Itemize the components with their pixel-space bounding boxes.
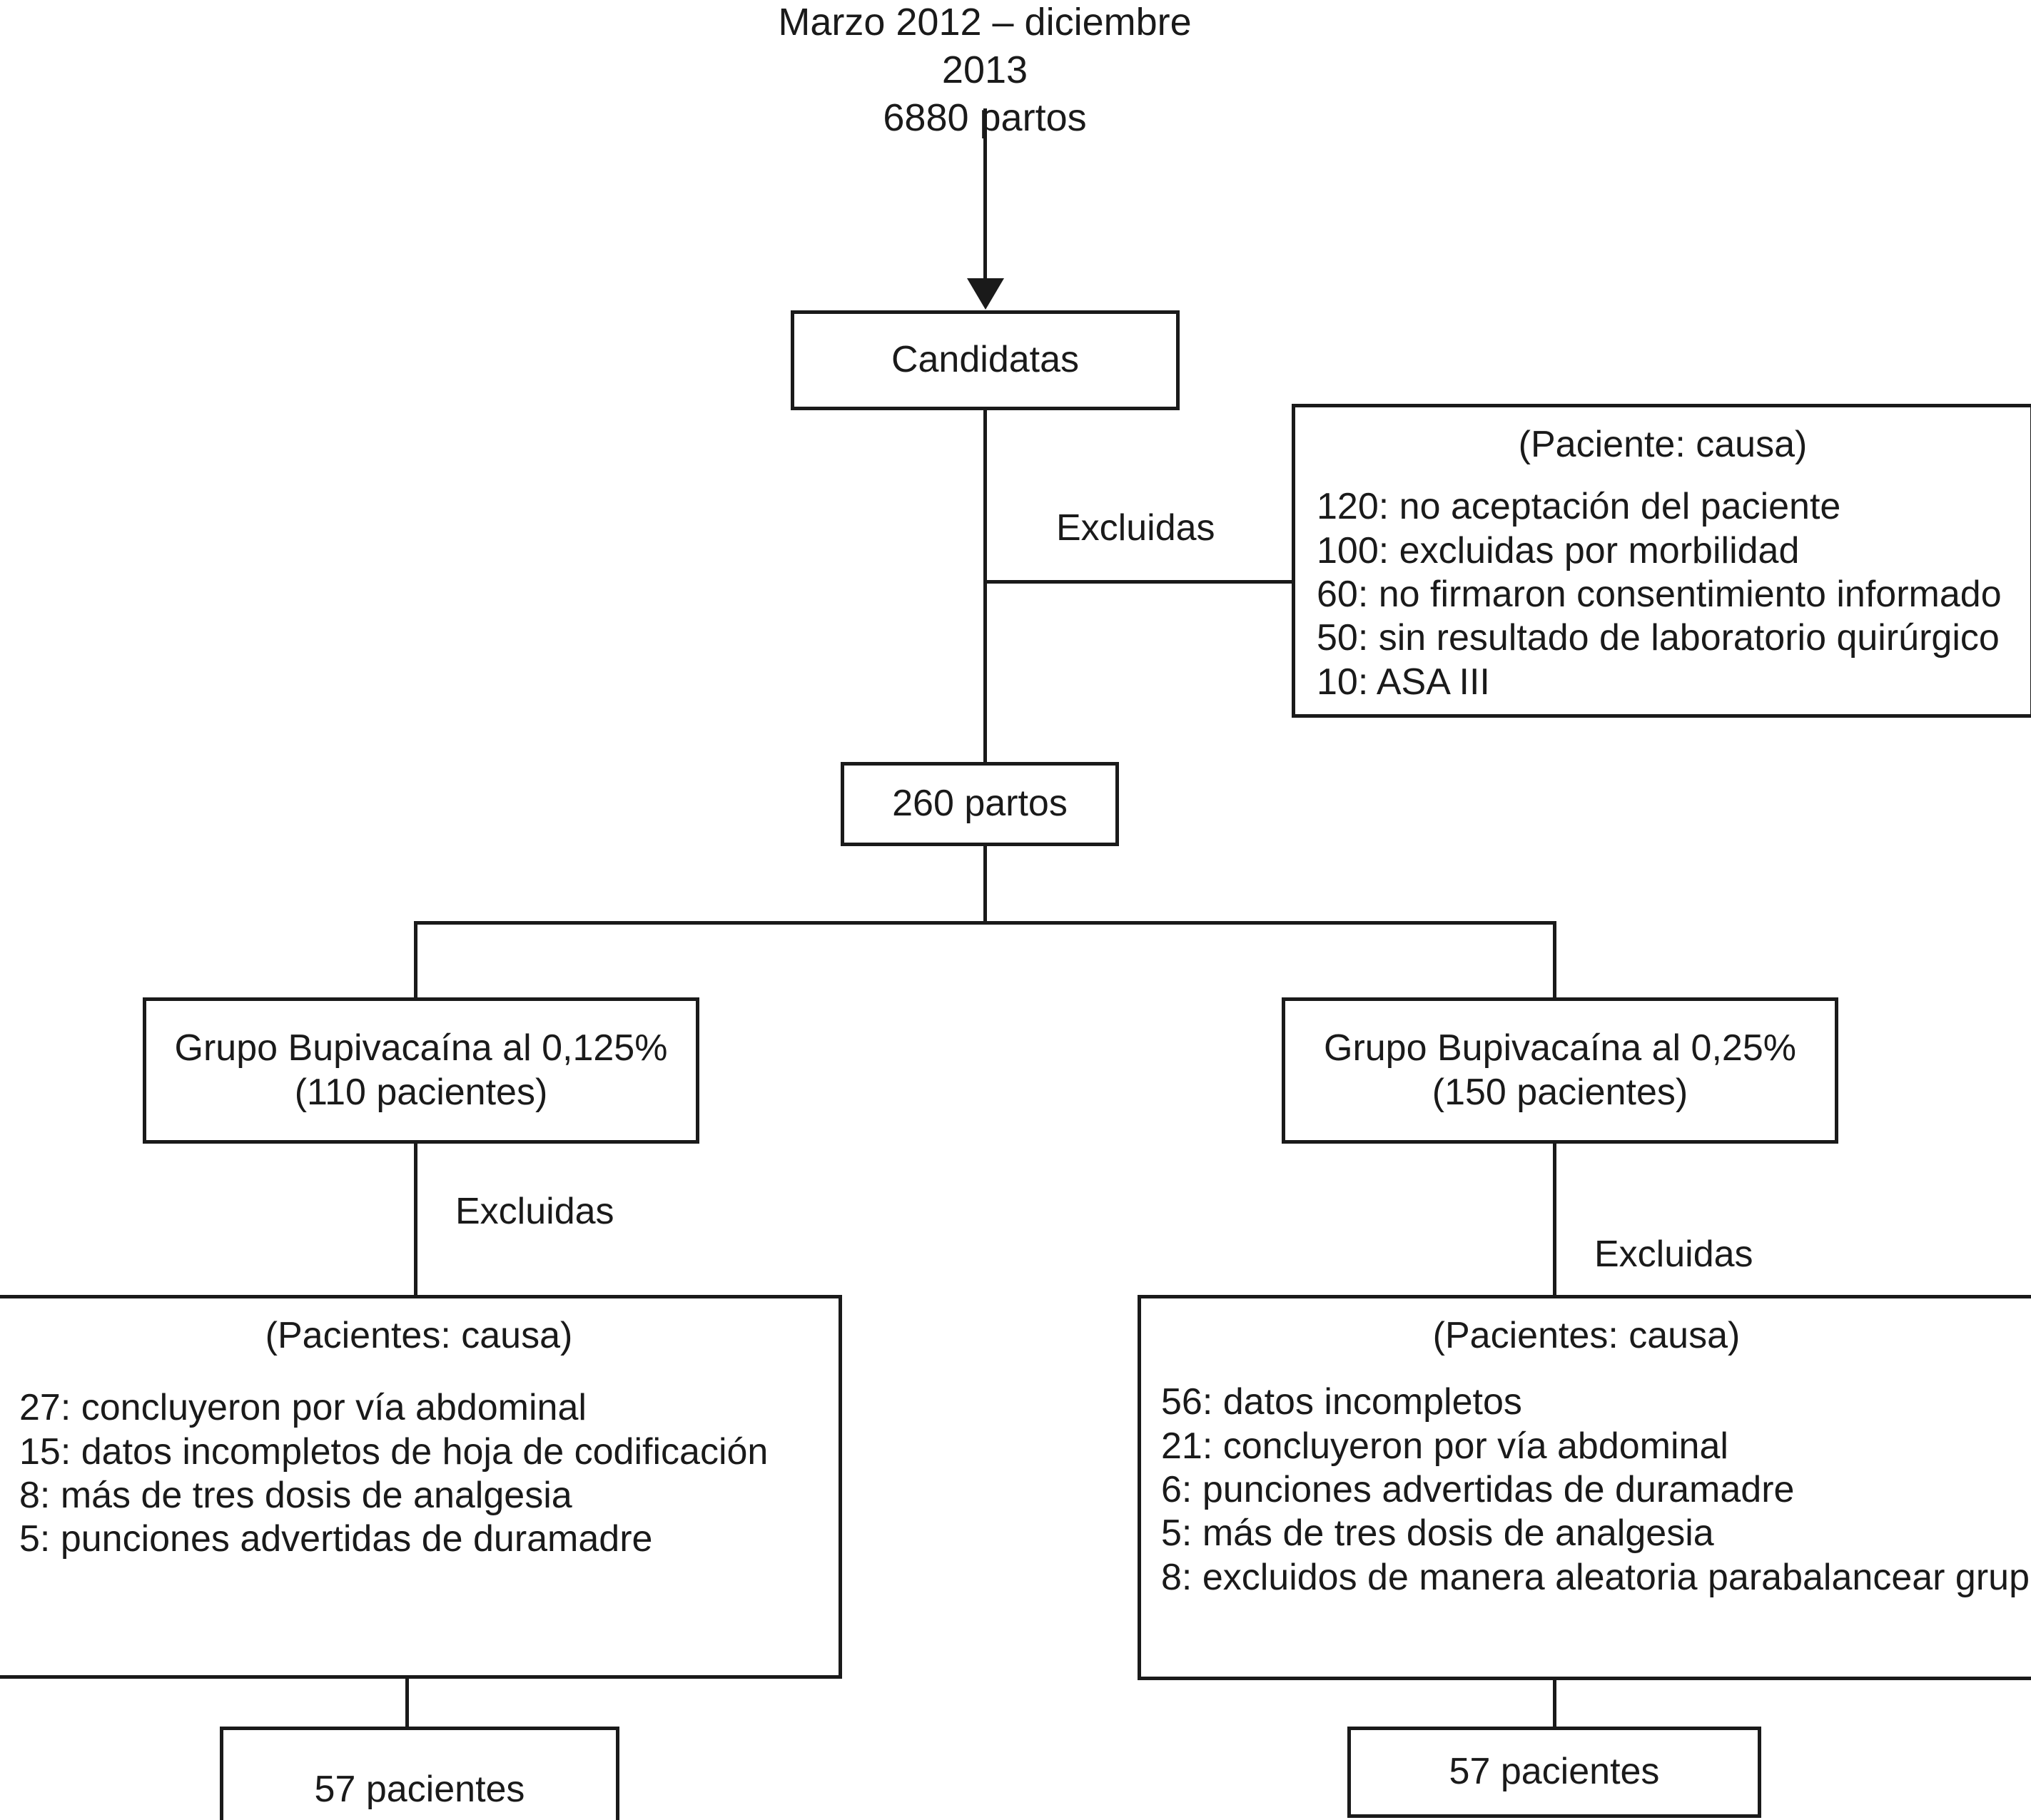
study-total-deliveries-text: 6880 partos bbox=[883, 96, 1087, 139]
edge-label-excluidas-top: Excluidas bbox=[1056, 507, 1215, 549]
exclusions-top-title: (Paciente: causa) bbox=[1518, 424, 1808, 465]
exclusion-item: 27: concluyeron por vía abdominal bbox=[19, 1387, 587, 1429]
edge-exclusions-right-to-final-right bbox=[1553, 1679, 1556, 1729]
edge-260partos-to-split bbox=[983, 846, 987, 925]
node-final-right-57-pacientes[interactable]: 57 pacientes bbox=[1347, 1727, 1761, 1818]
group-right-line2: (150 pacientes) bbox=[1432, 1071, 1688, 1113]
node-candidatas-label: Candidatas bbox=[891, 339, 1080, 381]
edge-group-left-to-exclusions-left bbox=[414, 1144, 417, 1297]
exclusions-right-list: 56: datos incompletos 21: concluyeron po… bbox=[1141, 1381, 2031, 1600]
exclusion-item: 100: excluidas por morbilidad bbox=[1317, 529, 1800, 571]
exclusions-left-title: (Pacientes: causa) bbox=[265, 1315, 573, 1356]
edge-header-to-candidatas bbox=[983, 108, 987, 280]
final-left-label: 57 pacientes bbox=[314, 1769, 525, 1811]
study-period-header: Marzo 2012 – diciembre 2013 6880 partos bbox=[735, 0, 1235, 142]
exclusion-item: 8: excluidos de manera aleatoria parabal… bbox=[1161, 1556, 2031, 1598]
study-period-text: Marzo 2012 – diciembre 2013 bbox=[778, 1, 1192, 91]
edge-exclusions-left-to-final-left bbox=[405, 1677, 409, 1728]
edge-group-right-to-exclusions-right bbox=[1553, 1144, 1556, 1297]
exclusions-right-title: (Pacientes: causa) bbox=[1432, 1315, 1741, 1356]
group-left-line1: Grupo Bupivacaína al 0,125% bbox=[174, 1027, 668, 1069]
edge-split-to-group-left bbox=[414, 921, 417, 1000]
arrowhead-down-icon bbox=[967, 278, 1004, 310]
exclusion-item: 21: concluyeron por vía abdominal bbox=[1161, 1425, 1728, 1467]
final-right-label: 57 pacientes bbox=[1449, 1751, 1660, 1793]
edge-label-excluidas-left: Excluidas bbox=[455, 1191, 614, 1232]
edge-candidatas-to-exclusions-top bbox=[983, 580, 1295, 584]
exclusion-item: 8: más de tres dosis de analgesia bbox=[19, 1475, 572, 1517]
exclusion-item: 10: ASA III bbox=[1317, 661, 1490, 703]
edge-split-to-group-right bbox=[1553, 921, 1556, 1000]
node-group-bupivacaina-025[interactable]: Grupo Bupivacaína al 0,25% (150 paciente… bbox=[1282, 997, 1838, 1144]
exclusions-left-list: 27: concluyeron por vía abdominal 15: da… bbox=[0, 1386, 839, 1561]
node-260-partos[interactable]: 260 partos bbox=[841, 762, 1119, 846]
group-right-line1: Grupo Bupivacaína al 0,25% bbox=[1324, 1027, 1796, 1069]
edge-candidatas-to-260partos bbox=[983, 410, 987, 763]
node-group-bupivacaina-0125[interactable]: Grupo Bupivacaína al 0,125% (110 pacient… bbox=[143, 997, 699, 1144]
exclusion-item: 5: punciones advertidas de duramadre bbox=[19, 1518, 653, 1560]
box-exclusions-right[interactable]: (Pacientes: causa) 56: datos incompletos… bbox=[1138, 1295, 2031, 1680]
node-260-partos-label: 260 partos bbox=[892, 783, 1068, 825]
box-exclusions-left[interactable]: (Pacientes: causa) 27: concluyeron por v… bbox=[0, 1295, 842, 1679]
exclusions-top-list: 120: no aceptación del paciente 100: exc… bbox=[1295, 485, 2030, 704]
exclusion-item: 15: datos incompletos de hoja de codific… bbox=[19, 1430, 769, 1473]
exclusion-item: 50: sin resultado de laboratorio quirúrg… bbox=[1317, 617, 2000, 659]
box-exclusions-top[interactable]: (Paciente: causa) 120: no aceptación del… bbox=[1292, 404, 2031, 718]
exclusion-item: 60: no firmaron consentimiento informado bbox=[1317, 574, 2002, 616]
exclusion-item: 56: datos incompletos bbox=[1161, 1381, 1522, 1423]
edge-split-bar bbox=[414, 921, 1556, 925]
group-left-line2: (110 pacientes) bbox=[294, 1071, 548, 1113]
node-candidatas[interactable]: Candidatas bbox=[791, 310, 1180, 410]
exclusion-item: 120: no aceptación del paciente bbox=[1317, 486, 1841, 528]
node-final-left-57-pacientes[interactable]: 57 pacientes bbox=[220, 1727, 619, 1820]
exclusion-item: 6: punciones advertidas de duramadre bbox=[1161, 1469, 1795, 1511]
edge-label-excluidas-right: Excluidas bbox=[1594, 1234, 1753, 1275]
exclusion-item: 5: más de tres dosis de analgesia bbox=[1161, 1513, 1714, 1555]
